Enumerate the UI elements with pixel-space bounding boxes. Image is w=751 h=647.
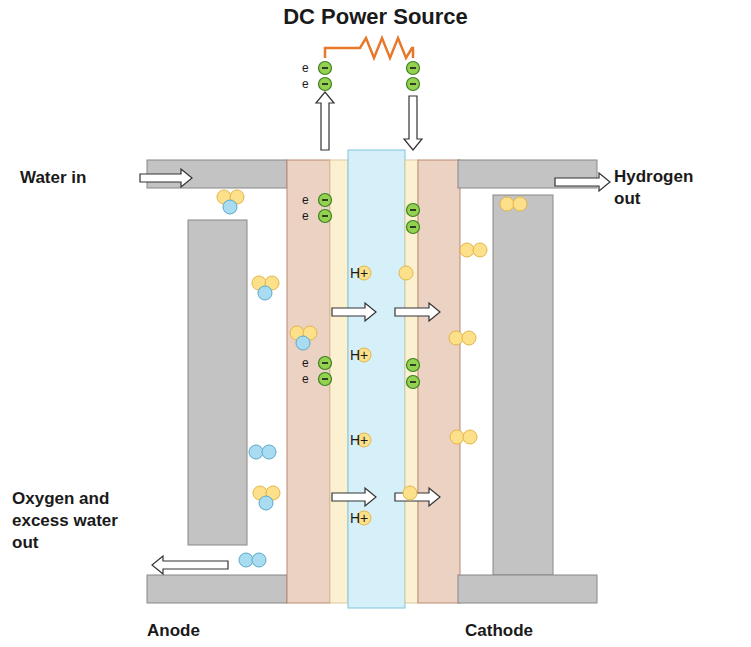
oxygen-atom xyxy=(296,336,310,350)
electron xyxy=(407,62,420,75)
electron xyxy=(407,204,420,217)
electron-label: e xyxy=(302,61,309,77)
diagram-title: DC Power Source xyxy=(0,4,751,30)
anode-catalyst xyxy=(330,160,348,603)
flow-arrow xyxy=(316,92,334,150)
hydrogen-atom xyxy=(462,331,476,345)
outlet-label: Hydrogen out xyxy=(614,166,709,210)
cathode-electrode xyxy=(418,160,460,603)
electron-label: e xyxy=(302,356,309,372)
electron-label: e xyxy=(302,209,309,225)
oxygen-atom xyxy=(258,286,272,300)
oxygen-atom xyxy=(262,445,276,459)
electrode-label: Anode xyxy=(147,620,200,642)
electrode-label: Cathode xyxy=(465,620,533,642)
electron-charge xyxy=(322,215,328,217)
oxygen-atom xyxy=(239,553,253,567)
oxygen-atom xyxy=(252,553,266,567)
electron xyxy=(319,373,332,386)
electron-charge xyxy=(322,378,328,380)
hydrogen-atom xyxy=(450,430,464,444)
hydrogen-atom xyxy=(460,243,474,257)
hydrogen-atom xyxy=(449,331,463,345)
electron-charge xyxy=(322,199,328,201)
electron xyxy=(319,62,332,75)
electron-charge xyxy=(410,381,416,383)
electron-label: e xyxy=(302,77,309,93)
resistor-symbol xyxy=(325,38,413,58)
electron xyxy=(319,210,332,223)
flow-arrow xyxy=(395,488,440,506)
electron-label: e xyxy=(302,193,309,209)
electron-label: e xyxy=(302,372,309,388)
flow-arrow xyxy=(332,303,376,321)
flow-arrow xyxy=(152,556,228,574)
electron-charge xyxy=(322,362,328,364)
anode-bottom-bar xyxy=(147,575,287,603)
oxygen-atom xyxy=(223,200,237,214)
oxygen-atom xyxy=(259,496,273,510)
electron-charge xyxy=(410,226,416,228)
proton-label: H+ xyxy=(350,509,368,527)
proton-label: H+ xyxy=(350,264,368,282)
electron-charge xyxy=(410,67,416,69)
flow-arrow xyxy=(140,169,192,187)
electron xyxy=(407,359,420,372)
electron xyxy=(407,221,420,234)
electron xyxy=(319,357,332,370)
membrane xyxy=(348,150,405,608)
outlet-label: Oxygen and excess water out xyxy=(12,488,147,554)
electron-charge xyxy=(410,83,416,85)
electron-charge xyxy=(322,67,328,69)
electron-charge xyxy=(322,83,328,85)
flow-arrow xyxy=(404,96,422,150)
proton-label: H+ xyxy=(350,346,368,364)
electron xyxy=(319,78,332,91)
proton-label: H+ xyxy=(350,431,368,449)
hydrogen-atom xyxy=(399,266,413,280)
cathode-plate xyxy=(493,195,553,575)
electron xyxy=(407,376,420,389)
hydrogen-atom xyxy=(500,197,514,211)
inlet-label: Water in xyxy=(20,167,86,189)
oxygen-atom xyxy=(249,445,263,459)
flow-arrow xyxy=(332,488,376,506)
cathode-bottom-bar xyxy=(458,575,597,603)
hydrogen-atom xyxy=(463,430,477,444)
flow-arrow xyxy=(555,173,610,191)
electron xyxy=(319,194,332,207)
electron xyxy=(407,78,420,91)
hydrogen-atom xyxy=(473,243,487,257)
electron-charge xyxy=(410,364,416,366)
electron-charge xyxy=(410,209,416,211)
anode-plate xyxy=(188,220,247,545)
hydrogen-atom xyxy=(403,486,417,500)
hydrogen-atom xyxy=(513,197,527,211)
flow-arrow xyxy=(395,303,440,321)
